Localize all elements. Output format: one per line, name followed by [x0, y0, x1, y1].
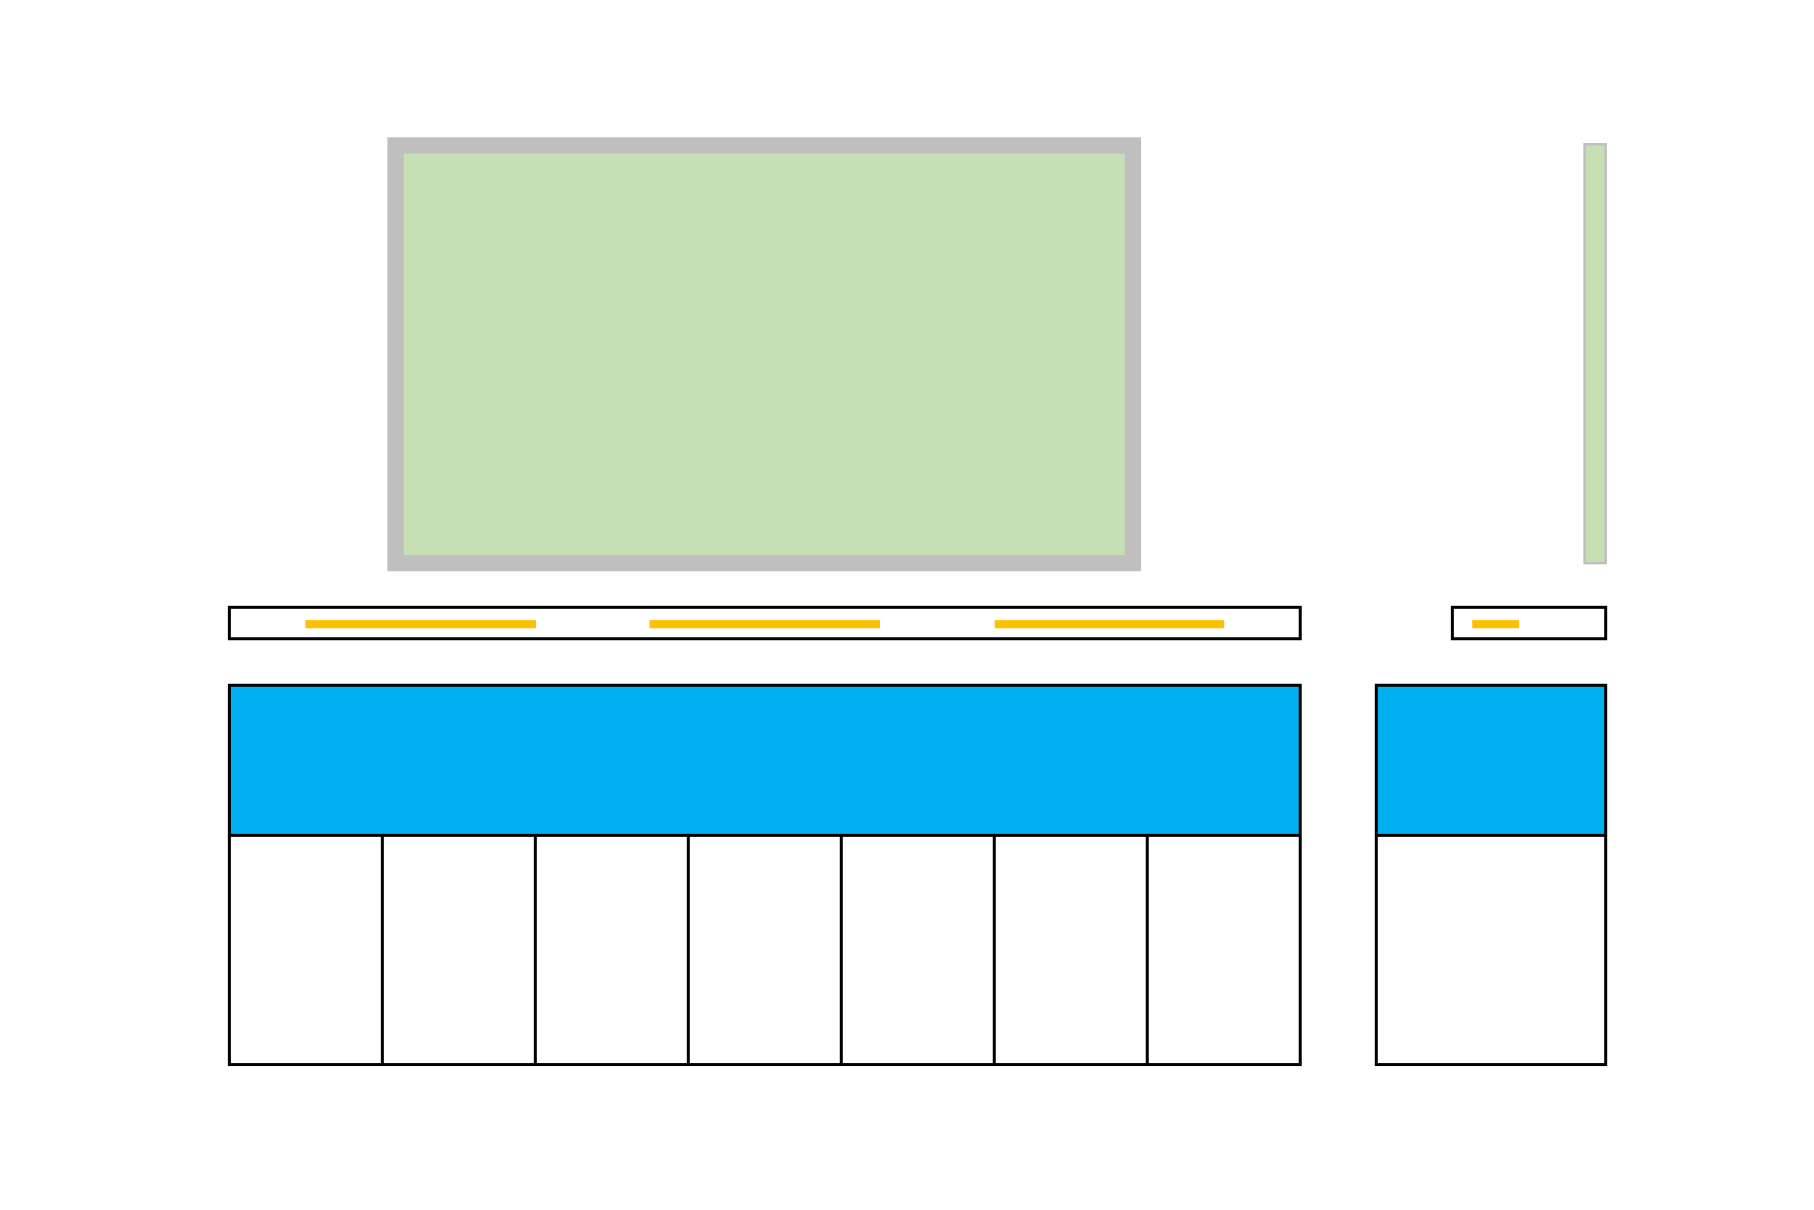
main-strip-marker-1: [305, 620, 537, 629]
main-panel: [403, 153, 1125, 555]
side-table-body: [1376, 835, 1606, 1065]
side-strip-marker: [1472, 620, 1520, 629]
side-table-frame: [1374, 683, 1608, 1067]
main-table-body: [229, 835, 1301, 1065]
main-table-frame: [227, 683, 1302, 1067]
side-table-header: [1376, 685, 1606, 836]
main-strip-marker-2: [649, 620, 881, 629]
main-table-header: [229, 685, 1301, 836]
main-strip-marker-3: [994, 620, 1225, 629]
side-panel: [1583, 143, 1607, 565]
